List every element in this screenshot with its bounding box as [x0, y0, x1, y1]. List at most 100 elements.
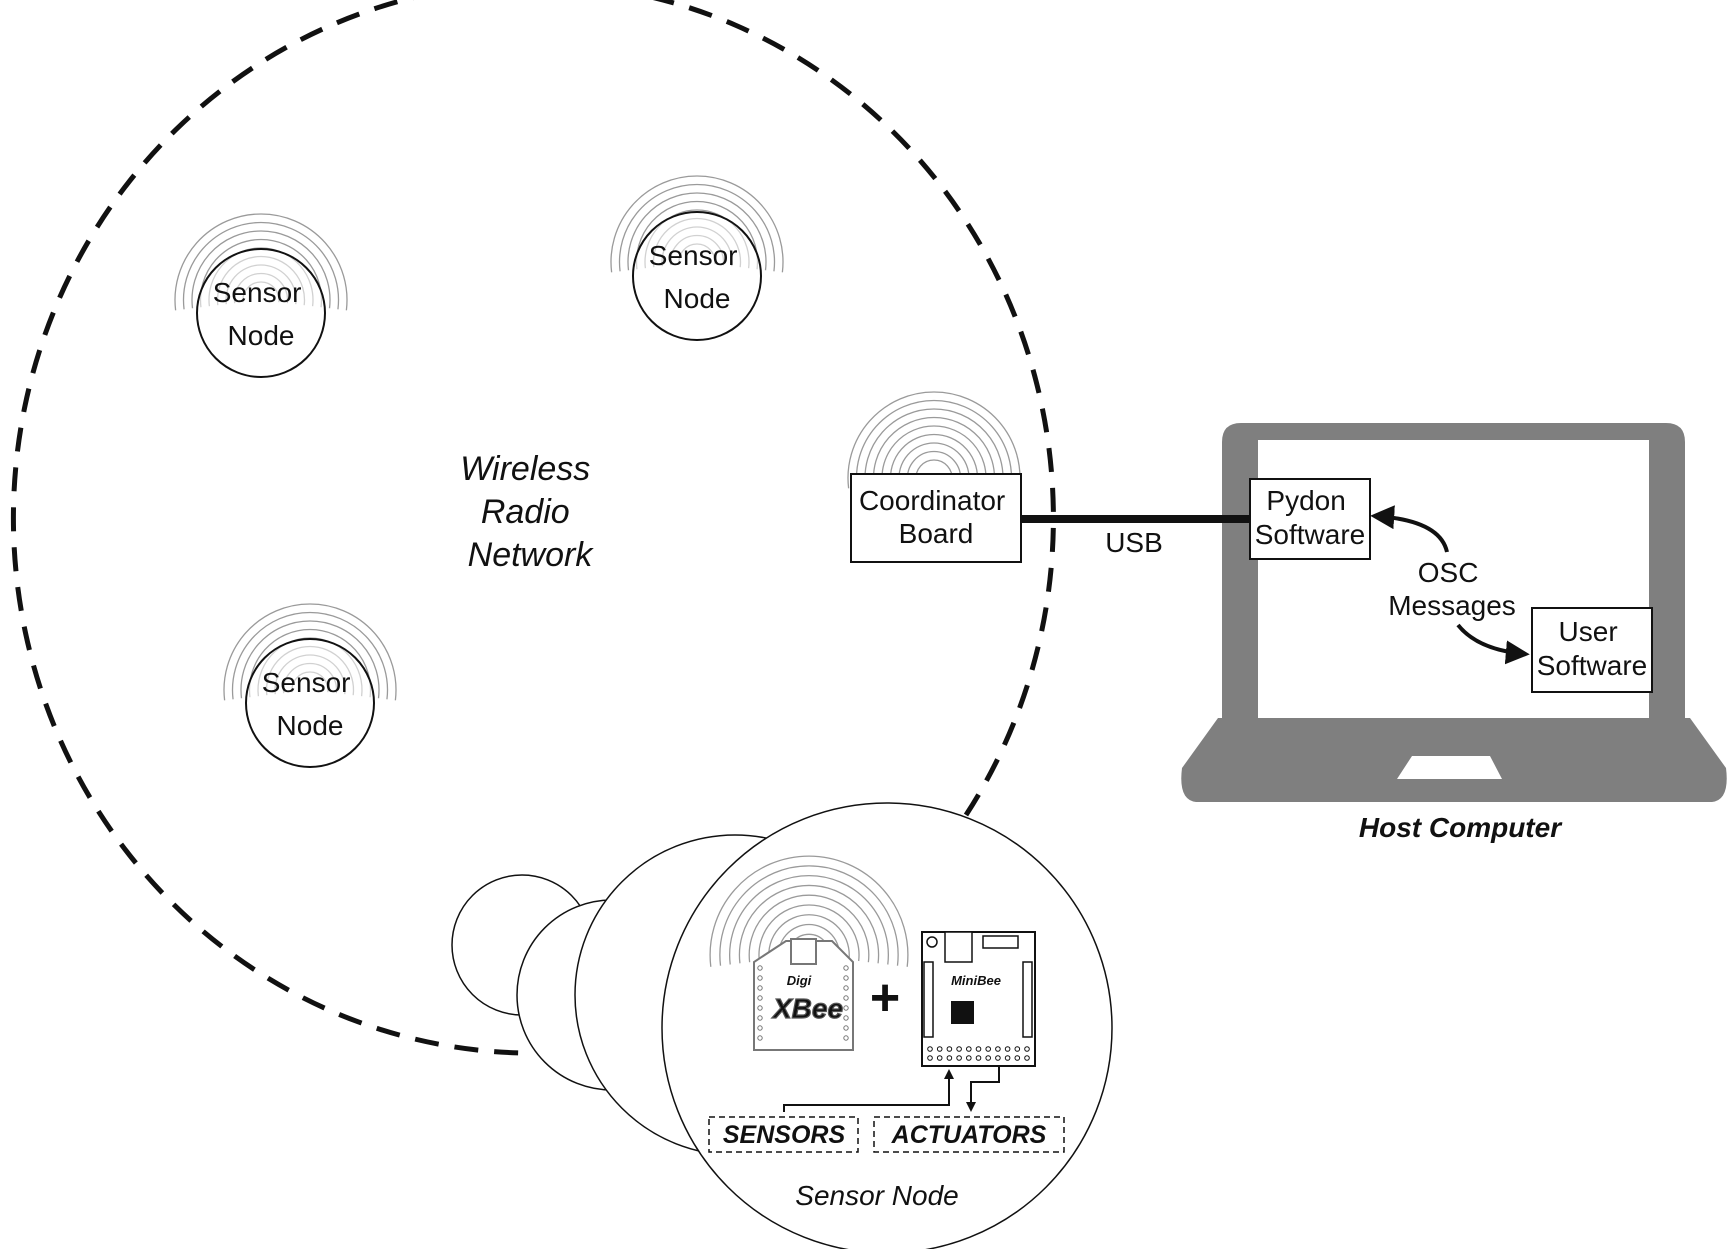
- minibee-pin: [995, 1055, 1001, 1061]
- radio-wave-arc: [240, 620, 380, 699]
- actuators-label: ACTUATORS: [891, 1121, 1047, 1149]
- osc-arrow-to-pydon: [1370, 505, 1449, 553]
- minibee-pin: [927, 1055, 933, 1061]
- minibee-header-top: [982, 935, 1019, 949]
- sensor-node-label: Sensor Node: [649, 240, 746, 314]
- sensor-node-circle: [196, 248, 326, 378]
- radio-wave-arc: [191, 230, 331, 309]
- pydon-software-label: Pydon Software: [1255, 485, 1366, 550]
- minibee-label: MiniBee: [951, 973, 1001, 988]
- radio-wave-arc: [881, 425, 987, 485]
- radio-wave-arc: [709, 855, 909, 967]
- xbee-pin: [843, 965, 849, 971]
- radio-wave-arc: [182, 221, 340, 310]
- radio-wave-arc: [768, 914, 850, 960]
- radio-waves-icon: [847, 391, 1021, 489]
- minibee-chip: [951, 1001, 974, 1024]
- xbee-pin: [757, 1005, 763, 1011]
- xbee-antenna: [790, 938, 817, 965]
- xbee-module: Digi XBee: [753, 938, 854, 1051]
- xbee-brand-label: Digi: [787, 973, 812, 988]
- minibee-to-actuators-arrow: [966, 1066, 1000, 1112]
- radio-wave-arc: [889, 433, 979, 484]
- minibee-pin: [995, 1046, 1001, 1052]
- radio-wave-arc: [627, 192, 767, 271]
- plus-sign: +: [870, 969, 900, 1027]
- minibee-pin: [946, 1055, 953, 1061]
- minibee-mounting-hole: [926, 936, 938, 948]
- sensors-box: [708, 1116, 859, 1153]
- xbee-pin: [757, 1035, 763, 1041]
- xbee-pin: [843, 1025, 849, 1031]
- coordinator-board-box: [850, 473, 1022, 563]
- minibee-pin: [956, 1055, 962, 1061]
- minibee-pin: [1014, 1055, 1021, 1061]
- network-title-line-1: Wireless: [460, 450, 590, 488]
- xbee-pin: [843, 975, 849, 981]
- minibee-pin: [956, 1046, 962, 1052]
- xbee-pin: [757, 1025, 763, 1031]
- xbee-pin: [757, 1015, 763, 1021]
- radio-wave-arc: [719, 865, 899, 966]
- minibee-pin: [1004, 1055, 1011, 1061]
- coordinator-board-label: Coordinator Board: [859, 485, 1013, 549]
- xbee-pin: [843, 995, 849, 1001]
- radio-wave-arc: [847, 391, 1021, 489]
- xbee-pin: [843, 1035, 849, 1041]
- xbee-pins: [757, 965, 849, 1041]
- laptop-trackpad: [1397, 756, 1502, 779]
- sensor-node-1: Sensor Node: [174, 213, 348, 378]
- xbee-pin: [757, 975, 763, 981]
- sensor-node-circle: [632, 211, 762, 341]
- radio-wave-arc: [635, 200, 759, 270]
- osc-messages-label: OSC Messages: [1388, 557, 1516, 621]
- pydon-software-box: [1249, 478, 1371, 560]
- radio-wave-arc: [748, 894, 870, 963]
- sensor-node-label: Sensor Node: [213, 277, 310, 351]
- sensor-node-detail: Digi XBee + MiniBee SENSORS ACTUATORS Se…: [661, 802, 1113, 1249]
- minibee-pin: [1024, 1046, 1030, 1052]
- minibee-pin: [985, 1046, 992, 1052]
- user-software-label: User Software: [1537, 616, 1648, 681]
- minibee-pin: [936, 1046, 943, 1052]
- minibee-pin: [1014, 1046, 1021, 1052]
- user-software: User Software: [1531, 607, 1653, 693]
- xbee-pin: [757, 985, 763, 991]
- minibee-pin: [975, 1046, 982, 1052]
- network-boundary: [10, 0, 1056, 1056]
- xbee-pin: [843, 1005, 849, 1011]
- radio-wave-arc: [872, 416, 996, 486]
- radio-wave-arc: [864, 408, 1004, 487]
- radio-wave-arc: [199, 238, 323, 308]
- minibee-pin: [985, 1055, 992, 1061]
- radio-wave-arc: [855, 399, 1013, 488]
- minibee-pin: [1024, 1055, 1030, 1061]
- minibee-pin: [975, 1055, 982, 1061]
- xbee-board: [753, 940, 854, 1051]
- radio-wave-arc: [231, 611, 389, 700]
- minibee-board-outline: [921, 931, 1036, 1067]
- radio-wave-arc: [174, 213, 348, 311]
- minibee-board: MiniBee: [921, 931, 1036, 1067]
- network-title: Wireless Radio Network: [460, 450, 600, 574]
- usb-label: USB: [1105, 527, 1163, 558]
- radio-wave-arc: [618, 183, 776, 272]
- minibee-pins: [927, 1046, 1030, 1061]
- network-title-line-2: Radio: [481, 493, 570, 531]
- minibee-header-left: [923, 961, 934, 1038]
- radio-wave-arc: [738, 884, 880, 964]
- network-title-line-3: Network: [468, 536, 595, 574]
- minibee-pin: [946, 1046, 953, 1052]
- radio-wave-arc: [758, 904, 860, 962]
- radio-wave-arc: [729, 875, 889, 965]
- sensor-node-label: Sensor Node: [262, 667, 359, 741]
- sensor-node-circle: [245, 638, 375, 768]
- radio-waves-icon: [709, 855, 909, 967]
- sensor-node-2: Sensor Node: [610, 175, 784, 341]
- xbee-pin: [843, 985, 849, 991]
- host-computer-label: Host Computer: [1359, 812, 1563, 843]
- radio-wave-arc: [248, 628, 372, 698]
- radio-wave-arc: [906, 450, 962, 482]
- minibee-pin: [936, 1055, 943, 1061]
- minibee-pin: [927, 1046, 933, 1052]
